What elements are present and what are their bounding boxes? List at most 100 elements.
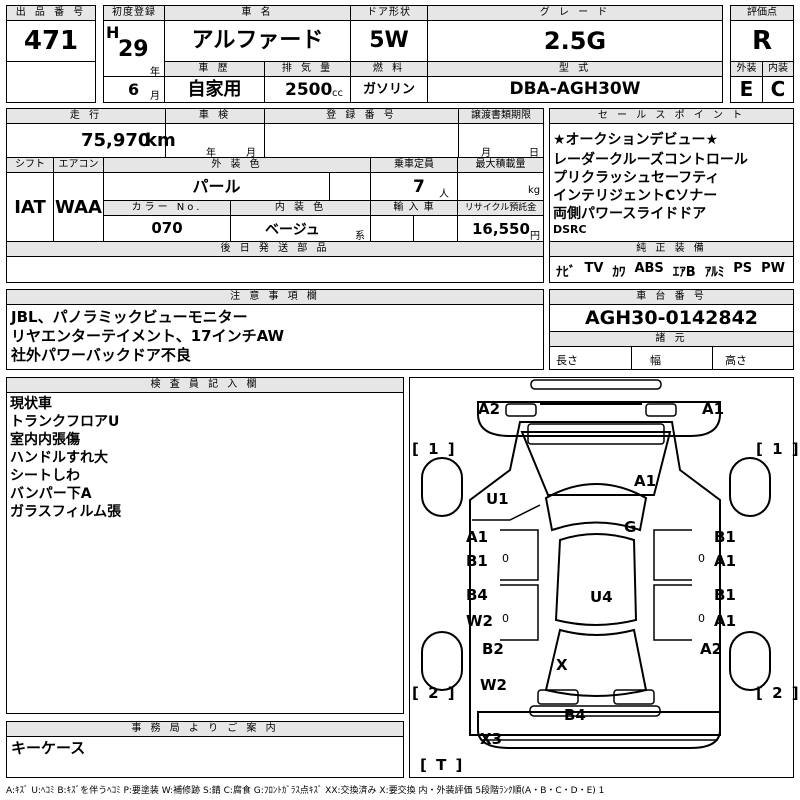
mark-a1-hood: A1 (634, 472, 657, 490)
mark-x-rear-glass: X (556, 656, 568, 674)
mark-a2-front-left: A2 (478, 400, 501, 418)
ac: WAA (55, 197, 102, 218)
capacity: 7 (413, 177, 425, 197)
color-no: 070 (151, 219, 183, 237)
notes-line-3: 社外パワーバックドア不良 (11, 346, 191, 364)
mark-g: G (624, 518, 637, 536)
mark-b4-left-rear: B4 (466, 586, 488, 604)
shift: IAT (14, 197, 46, 218)
lot-number-blank (6, 61, 96, 103)
mark-x3-rear: X3 (480, 730, 503, 748)
mark-zero-left: 0 (502, 552, 509, 565)
year-unit: 年 (150, 67, 160, 78)
sales-line-4: インテリジェントCソナー (553, 188, 718, 204)
mark-1-left: [ 1 ] (412, 440, 457, 458)
inspection-month-unit: 月 (246, 148, 256, 159)
max-load-unit: kg (528, 185, 541, 196)
sales-line-2: レーダークルーズコントロール (553, 152, 748, 168)
mark-zero-left-2: 0 (502, 612, 509, 625)
mark-w2-left-tail: W2 (480, 676, 507, 694)
month-unit: 月 (150, 91, 160, 102)
inspector-line-2: トランクフロアU (10, 414, 120, 430)
interior-grade: C (770, 77, 786, 101)
mark-a1-front-right: A1 (702, 400, 725, 418)
sales-line-5: 両側パワースライドドア (553, 206, 707, 222)
legend-text: A:ｷｽﾞ U:ﾍｺﾐ B:ｷｽﾞを伴うﾍｺﾐ P:要塗装 W:補修跡 S:錆 … (6, 786, 605, 796)
transfer-day-unit: 日 (529, 148, 539, 159)
sales-line-dsrc: DSRC (553, 223, 587, 236)
score: R (751, 26, 773, 56)
inspector-line-5: シートしわ (10, 468, 80, 484)
reg-year: 29 (118, 37, 149, 62)
mileage-cell: 75,970 km (6, 123, 176, 158)
grade: 2.5G (543, 27, 607, 55)
spec-height-cell: 高さ (712, 346, 794, 370)
equip-navi: ﾅﾋﾞ (556, 265, 576, 280)
spec-length-label: 長さ (556, 354, 578, 367)
model-code: DBA-AGH30W (509, 79, 641, 99)
ext-color: パール (192, 177, 241, 196)
mark-a1-left-door: A1 (466, 528, 489, 546)
sales-line-3: プリクラッシュセーフティ (553, 170, 720, 186)
reg-month: 6 (128, 80, 140, 99)
mark-u1: U1 (486, 490, 509, 508)
inspector-cell: 現状車 トランクフロアU 室内内張傷 ハンドルすれ大 シートしわ バンパー下A … (6, 392, 404, 714)
equip-ps: PS (733, 261, 753, 276)
chassis-number: AGH30-0142842 (584, 307, 759, 329)
later-parts-cell (6, 256, 544, 283)
office-cell: キーケース (6, 736, 404, 778)
equip-pw: PW (761, 261, 785, 276)
lot-number: 471 (23, 26, 79, 56)
mark-b1-right-rear: B1 (714, 586, 736, 604)
exterior-grade: E (739, 77, 754, 101)
office-note: キーケース (11, 739, 86, 757)
mileage-unit: km (145, 130, 176, 151)
mark-zero-right: 0 (698, 552, 705, 565)
transfer-month-unit: 月 (481, 148, 491, 159)
mark-a1-right-door: A1 (714, 552, 737, 570)
interior-cell: C (762, 76, 794, 103)
diagram-frame (409, 377, 794, 778)
mark-a2-right-quarter: A2 (700, 640, 723, 658)
inspector-line-3: 室内内張傷 (10, 432, 80, 448)
mark-1-right: [ 1 ] (756, 440, 800, 458)
mark-u4-roof: U4 (590, 588, 613, 606)
notes-line-1: JBL、パノラミックビューモニター (11, 308, 248, 326)
equip-leather: ｶﾜ (612, 265, 626, 280)
notes-cell: JBL、パノラミックビューモニター リヤエンターテイメント、17インチAW 社外… (6, 304, 544, 370)
spec-width-label: 幅 (650, 354, 661, 367)
mileage: 75,970 (81, 130, 151, 151)
displacement: 2500 (285, 80, 333, 100)
car-name: アルファード (191, 28, 324, 53)
mark-2-right: [ 2 ] (756, 684, 800, 702)
mark-a1-right-rear: A1 (714, 612, 737, 630)
fuel: ガソリン (362, 82, 415, 97)
sales-cell: ★オークションデビュー★ レーダークルーズコントロール プリクラッシュセーフティ… (549, 123, 794, 242)
notes-line-2: リヤエンターテイメント、17インチAW (11, 327, 285, 345)
sales-line-1: ★オークションデビュー★ (553, 132, 719, 148)
equip-airbag: ｴｱB (672, 265, 696, 280)
mark-zero-right-2: 0 (698, 612, 705, 625)
era-letter: H (106, 23, 120, 42)
equip-tv: TV (584, 261, 604, 276)
capacity-unit: 人 (439, 189, 449, 200)
model-cell: DBA-AGH30W (427, 76, 723, 103)
mark-b4-rear-bumper: B4 (564, 706, 586, 724)
mark-w2-left-rear: W2 (466, 612, 493, 630)
inspector-line-4: ハンドルすれ大 (10, 450, 108, 466)
inspection-year-unit: 年 (206, 148, 216, 159)
mark-b1-right-door: B1 (714, 528, 736, 546)
inspector-line-1: 現状車 (10, 396, 52, 412)
mark-2-left: [ 2 ] (412, 684, 457, 702)
int-color: ベージュ (265, 222, 320, 238)
door-type: 5W (369, 28, 409, 53)
mark-b2-left-quarter: B2 (482, 640, 504, 658)
mark-t-trunk: [ T ] (420, 756, 465, 774)
equip-list: ﾅﾋﾞ TV ｶﾜ ABS ｴｱB ｱﾙﾐ PS PW (556, 261, 785, 280)
recycle-unit: 円 (530, 231, 540, 242)
equip-abs: ABS (634, 261, 664, 276)
history: 自家用 (187, 79, 242, 100)
recycle-amount: 16,550 (472, 220, 530, 238)
int-color-suffix: 系 (355, 231, 365, 242)
